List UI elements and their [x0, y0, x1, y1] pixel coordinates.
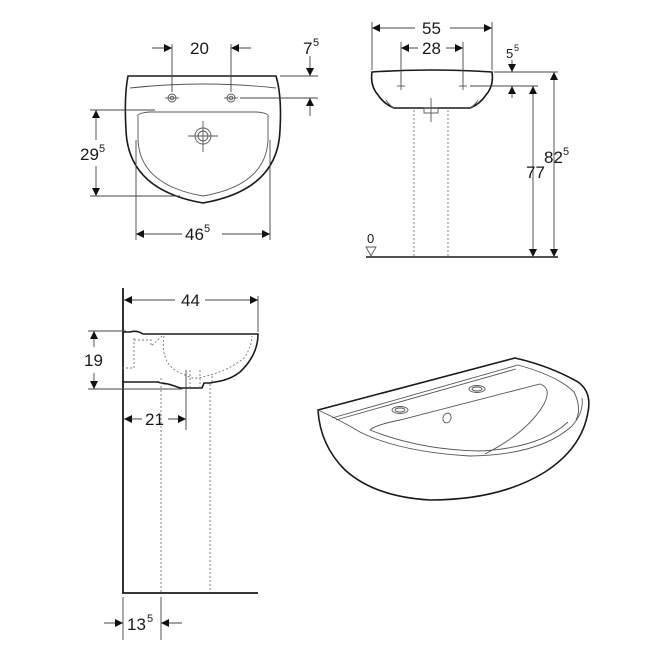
bowl-outline-iso	[369, 383, 548, 455]
basin-outline-front	[370, 69, 494, 109]
dim-side-waste-offset: 21	[145, 410, 164, 429]
top-view: 20 7 5 29 5 46 5	[80, 37, 319, 244]
isometric-view	[317, 357, 590, 501]
dim-top-tap-spacing: 20	[190, 39, 209, 58]
dim-top-bowl-width: 46	[185, 225, 204, 244]
svg-text:5: 5	[514, 43, 519, 53]
dim-side-projection: 44	[181, 291, 200, 310]
dim-front-rim-height: 82	[544, 148, 563, 167]
dim-front-tap-height: 77	[526, 163, 545, 182]
front-view: 0 55 28 5 5 77 82 5	[365, 19, 569, 258]
floor-level-label: 0	[367, 231, 374, 246]
dim-front-overall-width: 55	[422, 19, 441, 38]
dim-front-tap-spacing: 28	[422, 39, 441, 58]
svg-text:5: 5	[147, 613, 153, 625]
svg-text:5: 5	[204, 223, 210, 235]
side-view: 44 19 21 13 5	[84, 288, 259, 640]
basin-outline-side	[123, 330, 259, 389]
bowl-outline-top	[137, 111, 269, 197]
svg-text:5: 5	[313, 37, 319, 49]
dim-side-basin-height: 19	[84, 351, 103, 370]
dim-side-pedestal-offset: 13	[127, 615, 146, 634]
basin-outline-iso	[317, 357, 590, 501]
dim-front-rim-to-tap: 5	[506, 46, 513, 61]
basin-outline-top	[124, 75, 282, 204]
svg-text:5: 5	[99, 143, 105, 155]
dim-top-rim-to-tap: 7	[303, 39, 312, 58]
dim-top-bowl-depth: 29	[80, 145, 99, 164]
svg-text:5: 5	[563, 146, 569, 158]
